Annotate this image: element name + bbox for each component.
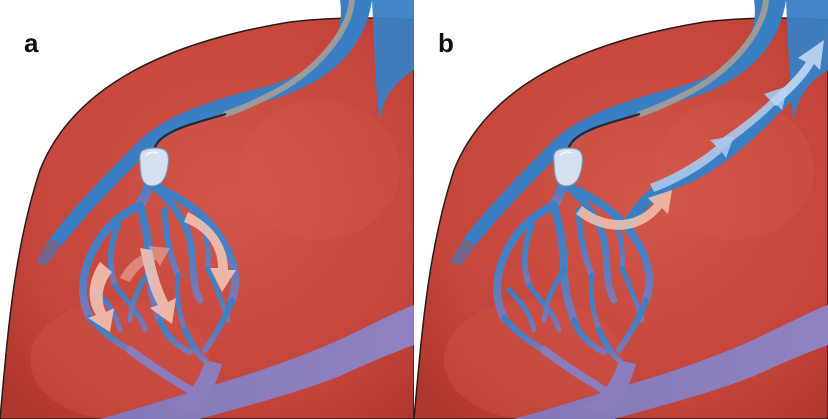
panel-b-illustration bbox=[414, 0, 828, 419]
panel-a-illustration bbox=[0, 0, 414, 419]
panel-a: a bbox=[0, 0, 414, 419]
panel-label-a: a bbox=[24, 30, 38, 56]
panel-b: b bbox=[414, 0, 828, 419]
panel-label-b: b bbox=[438, 30, 454, 56]
